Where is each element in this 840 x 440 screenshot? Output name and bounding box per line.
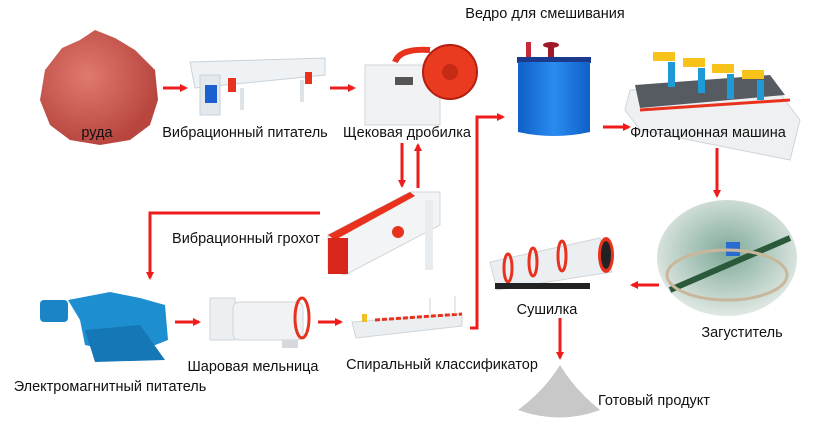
ore-label: руда bbox=[81, 125, 113, 141]
jaw-crusher-label: Щековая дробилка bbox=[343, 125, 472, 141]
vibrating-feeder-image bbox=[189, 57, 326, 116]
finished-product-pile bbox=[518, 365, 600, 418]
vibrating-feeder-label: Вибрационный питатель bbox=[162, 125, 328, 141]
spiral-classifier-image bbox=[351, 296, 463, 339]
ball-mill-image bbox=[209, 296, 311, 348]
spiral-classifier-label: Спиральный классификатор bbox=[346, 357, 538, 373]
ball-mill-label: Шаровая мельница bbox=[187, 359, 319, 375]
flotation-machine-image bbox=[624, 52, 801, 161]
mixing-tank-label: Ведро для смешивания bbox=[465, 6, 624, 22]
finished-product-label: Готовый продукт bbox=[598, 393, 710, 409]
thickener-label: Загуститель bbox=[701, 325, 782, 341]
electromagnetic-feeder-image bbox=[40, 292, 168, 362]
thickener-image bbox=[657, 200, 797, 316]
arrow-classifier-to-tank bbox=[470, 113, 505, 330]
ore-image bbox=[40, 30, 158, 145]
electromagnetic-feeder-label: Электромагнитный питатель bbox=[14, 379, 207, 395]
flotation-machine-label: Флотационная машина bbox=[630, 125, 787, 141]
dryer-label: Сушилка bbox=[517, 302, 579, 318]
dryer-image bbox=[489, 237, 614, 291]
flow-arrows bbox=[146, 84, 721, 360]
arrow-screen-to-em-feeder bbox=[146, 211, 320, 280]
jaw-crusher-image bbox=[364, 44, 478, 126]
vibrating-screen-image bbox=[327, 191, 441, 276]
mixing-tank-image bbox=[517, 42, 591, 136]
vibrating-screen-label: Вибрационный грохот bbox=[172, 231, 320, 247]
